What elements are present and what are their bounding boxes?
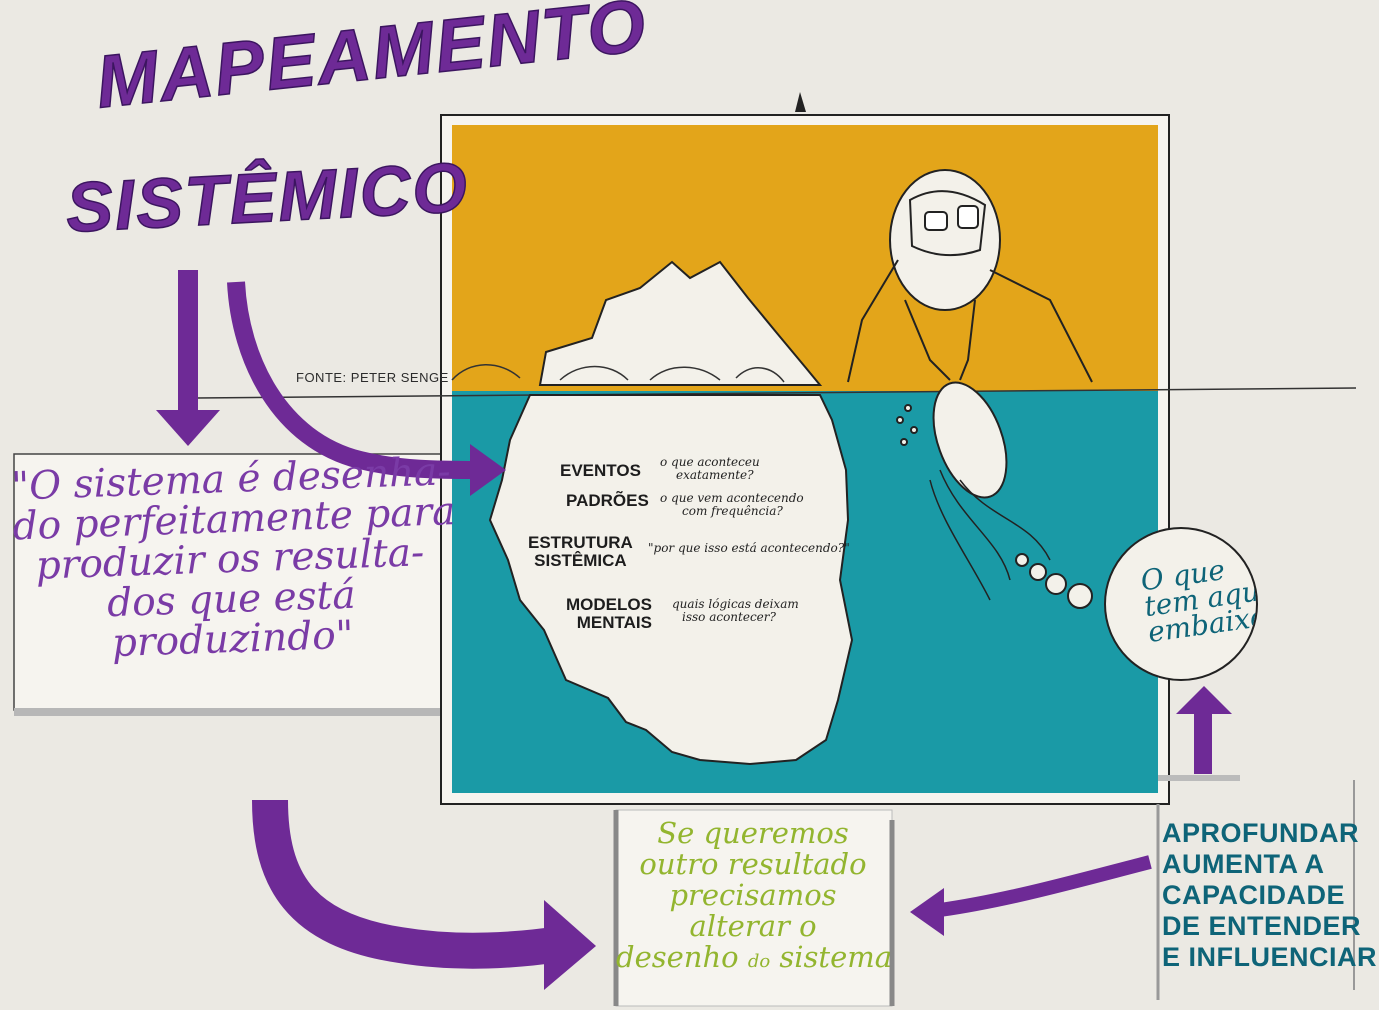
deepen-line: APROFUNDAR [1162,818,1359,848]
diver-figure [847,169,1093,609]
hanging-hook-icon [795,92,806,112]
up-arrow-stem [1194,712,1212,774]
deepen-line: E INFLUENCIAR [1162,942,1377,972]
layer-eventos-label: EVENTOS [560,461,641,480]
layer-modelos-label: MODELOS MENTAIS [566,596,652,632]
conclusion-word: do [747,951,771,972]
quote-box [13,453,449,711]
question-line: "por que isso está acontecendo?" [648,541,850,555]
water-line [195,387,1357,399]
layer-estrutura-label: ESTRUTURA SISTÊMICA [528,534,633,570]
iceberg-body [488,394,854,766]
conclusion-text: Se queremos outro resultado precisamos a… [616,816,893,977]
iceberg-tip [538,260,823,386]
arrow-to-conclusion-right [939,855,1152,917]
deepen-text: APROFUNDAR AUMENTA A CAPACIDADE DE ENTEN… [1162,818,1377,973]
curved-arrow-to-iceberg [227,281,479,479]
question-line: exatamente? [676,468,754,482]
conclusion-line: desenho do sistema [616,940,893,977]
question-line: isso acontecer? [682,610,776,624]
layer-padroes-label: PADRÕES [566,491,649,510]
deepen-line: CAPACIDADE [1162,880,1346,910]
arrow-head-icon [544,900,596,990]
question-line: o que vem acontecendo [660,491,804,505]
conclusion-word: sistema [779,940,893,974]
curved-arrow-to-conclusion [252,799,563,969]
layer-label-line: MENTAIS [576,613,652,632]
deepen-line: DE ENTENDER [1162,911,1362,941]
arrow-head-icon [910,888,944,936]
thought-bubble: O que tem aqui embaixo? [1104,527,1258,681]
question-line: com frequência? [682,504,783,518]
waves [451,364,785,383]
conclusion-line: outro resultado [639,847,867,881]
conclusion-line: Se queremos [657,816,849,850]
layer-eventos-question: o que aconteceu exatamente? [660,456,760,482]
quote-text: "O sistema é desenha- do perfeitamente p… [11,449,457,668]
source-credit: FONTE: PETER SENGE [296,370,449,385]
layer-label-line: SISTÊMICA [534,551,627,570]
down-arrow-icon [156,270,220,446]
layer-estrutura-question: "por que isso está acontecendo?" [648,542,850,555]
layer-modelos-question: quais lógicas deixam isso acontecer? [672,598,799,624]
conclusion-line: alterar o [689,909,817,943]
layer-label-line: MODELOS [566,595,652,614]
layer-padroes-question: o que vem acontecendo com frequência? [660,492,804,518]
arrow-head-icon [470,444,506,496]
layer-label-line: ESTRUTURA [528,533,633,552]
up-arrow-icon [1176,686,1232,714]
bubble-text: O que tem aqui embaixo? [1139,550,1256,649]
conclusion-line: precisamos [669,878,837,912]
conclusion-word: desenho [616,940,739,974]
question-line: quais lógicas deixam [672,597,799,611]
question-line: o que aconteceu [660,455,760,469]
conclusion-box [615,809,893,1007]
deepen-line: AUMENTA A [1162,849,1325,879]
